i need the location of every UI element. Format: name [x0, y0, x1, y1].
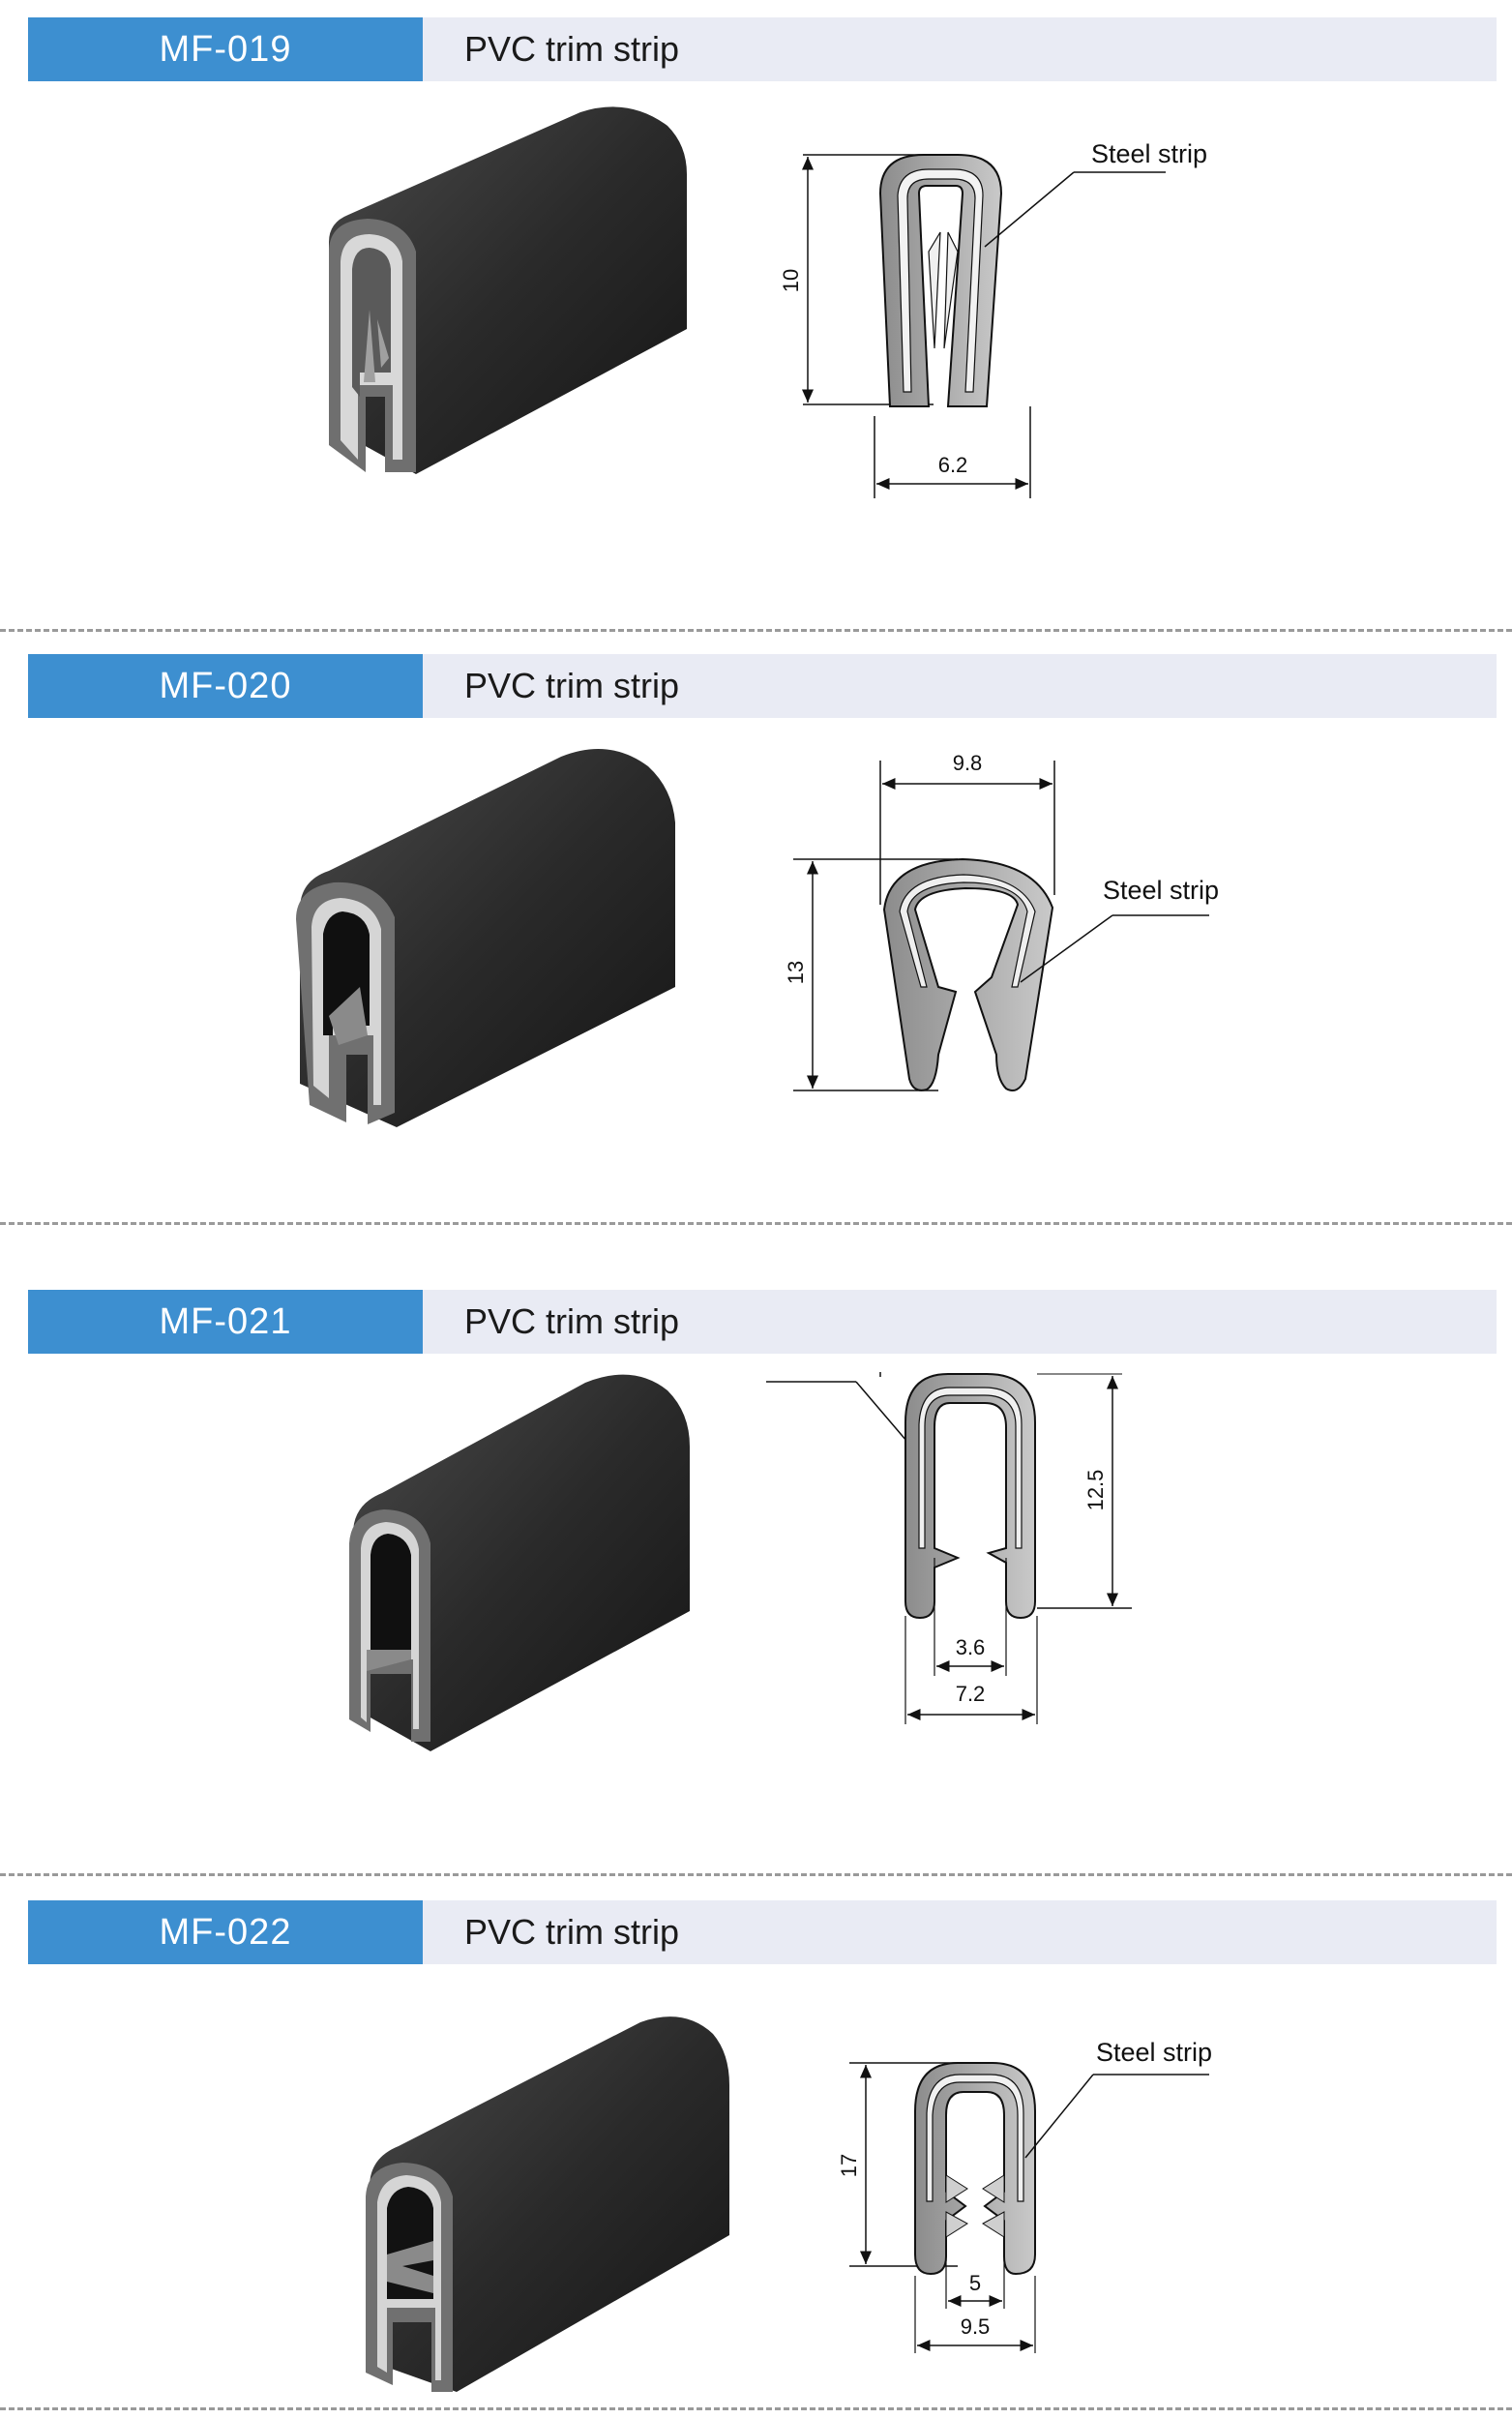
- product-code: MF-019: [28, 17, 423, 81]
- section-divider: [0, 1222, 1512, 1225]
- product-photo: [366, 2016, 729, 2392]
- steel-strip-callout: Steel strip: [1096, 2038, 1212, 2067]
- section-divider: [0, 2407, 1512, 2410]
- product-code: MF-022: [28, 1900, 423, 1964]
- product-photo: [329, 106, 687, 474]
- dimension-label: 3.6: [956, 1635, 986, 1659]
- dimension-label: 6.2: [938, 453, 968, 477]
- technical-drawing: 9.8 13 Steel strip: [784, 751, 1219, 1091]
- technical-drawing: 17 5 9.5 Steel strip: [837, 2038, 1212, 2353]
- product-header: MF-019 PVC trim strip: [28, 17, 1497, 81]
- dimension-label: 17: [837, 2154, 861, 2177]
- dimension-label: 9.5: [961, 2314, 991, 2339]
- dimension-label: 12.5: [1083, 1470, 1108, 1511]
- product-name: PVC trim strip: [464, 1912, 680, 1952]
- product-name: PVC trim strip: [464, 666, 680, 705]
- product-header: MF-022 PVC trim strip: [28, 1900, 1497, 1964]
- product-photo: [349, 1374, 690, 1751]
- technical-drawing: 12.5 3.6 7.2: [766, 1372, 1132, 1724]
- technical-drawing: 10 6.2 Steel strip: [779, 139, 1207, 498]
- dimension-label: 7.2: [956, 1682, 986, 1706]
- dimension-label: 10: [779, 269, 803, 292]
- product-code: MF-021: [28, 1290, 423, 1354]
- product-header: MF-021 PVC trim strip: [28, 1290, 1497, 1354]
- dimension-label: 5: [969, 2271, 981, 2295]
- product-code: MF-020: [28, 654, 423, 718]
- dimension-label: 9.8: [953, 751, 983, 775]
- section-divider: [0, 1873, 1512, 1876]
- steel-strip-callout: Steel strip: [1103, 876, 1219, 905]
- product-photo: [296, 749, 675, 1127]
- product-name: PVC trim strip: [464, 29, 680, 69]
- product-header: MF-020 PVC trim strip: [28, 654, 1497, 718]
- section-divider: [0, 629, 1512, 632]
- steel-strip-callout: Steel strip: [1091, 139, 1207, 168]
- product-name: PVC trim strip: [464, 1301, 680, 1341]
- dimension-label: 13: [784, 961, 808, 984]
